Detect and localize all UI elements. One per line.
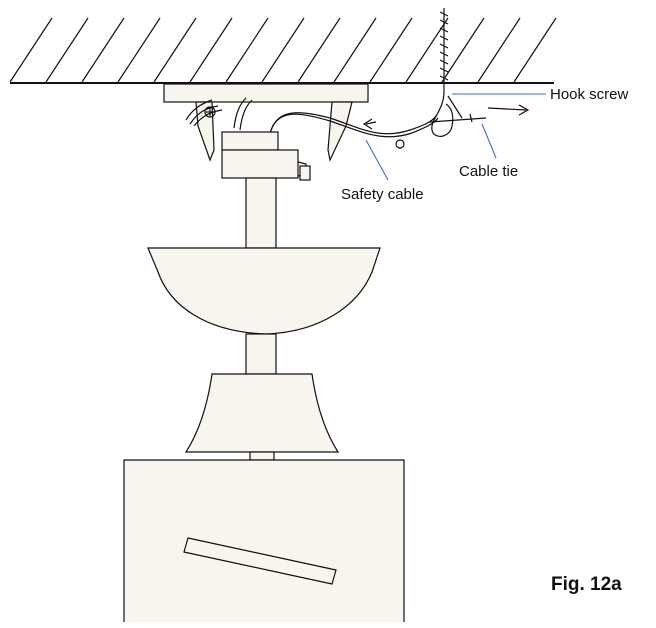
hatch-line: [369, 17, 413, 83]
hatch-line: [81, 17, 125, 83]
hatch-line: [441, 17, 485, 83]
lower-downrod: [245, 333, 277, 375]
pull-direction-arrow: [487, 104, 530, 116]
cable-tie-leader: [481, 123, 497, 159]
downrod-coupler: [221, 131, 311, 181]
hatch-line: [117, 17, 161, 83]
hatch-line: [297, 17, 341, 83]
hatch-line: [405, 17, 449, 83]
hatch-line: [513, 17, 557, 83]
figure-caption: Fig. 12a: [551, 574, 622, 595]
hook-screw-label: Hook screw: [550, 86, 629, 103]
safety-cable-leader: [365, 139, 389, 181]
cable-tie-label: Cable tie: [459, 163, 518, 180]
hatch-line: [225, 17, 269, 83]
ceiling: [9, 17, 557, 84]
hatch-line: [477, 17, 521, 83]
cable-tie: [429, 113, 487, 123]
hook-screw: [431, 8, 463, 137]
hatch-line: [153, 17, 197, 83]
motor-body: [123, 459, 405, 622]
hatch-line: [261, 17, 305, 83]
hatch-line: [333, 17, 377, 83]
leader-lines: [365, 93, 546, 181]
safety-cable: [269, 112, 439, 149]
ceiling-hatching: [9, 17, 557, 83]
downrod: [245, 177, 277, 249]
hatch-line: [45, 17, 89, 83]
hatch-line: [9, 17, 53, 83]
canopy: [147, 247, 381, 335]
motor-cover: [184, 373, 340, 461]
hatch-line: [189, 17, 233, 83]
safety-cable-label: Safety cable: [341, 186, 424, 203]
wiring: [185, 97, 253, 131]
